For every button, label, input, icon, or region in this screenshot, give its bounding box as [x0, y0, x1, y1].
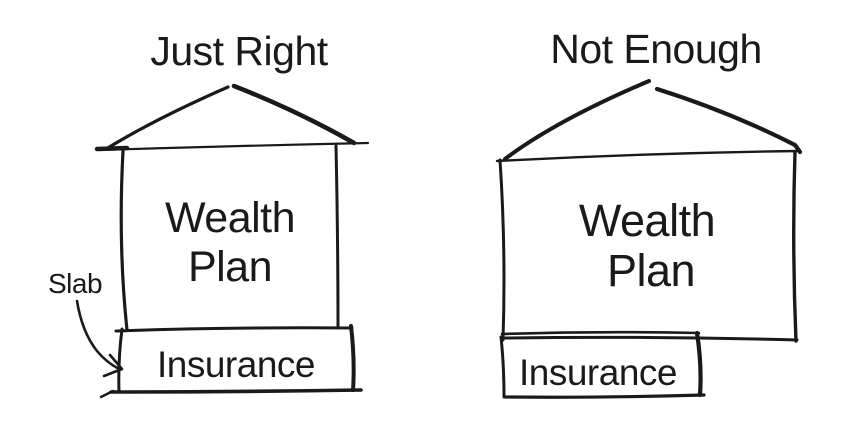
right-slab-right — [694, 330, 703, 398]
left-slab-bottom-overshoot — [99, 389, 115, 399]
right-roof-left-stroke — [503, 79, 651, 161]
left-slab-bottom — [109, 388, 363, 394]
right-slab-label: Insurance — [519, 352, 677, 393]
right-eave-line — [495, 149, 801, 163]
left-wall-right — [334, 144, 340, 330]
right-wall-right — [792, 150, 798, 343]
slab-arrow — [75, 299, 121, 371]
slab-annotation: Slab — [48, 268, 124, 378]
left-wall-label-line1: Wealth — [165, 194, 295, 242]
right-house-bottom — [503, 335, 799, 342]
left-roof-left-stroke — [104, 85, 230, 151]
slab-annotation-label: Slab — [48, 268, 102, 299]
left-wall-left — [119, 149, 129, 332]
left-roof-right-stroke — [231, 83, 357, 146]
right-house-title: Not Enough — [550, 26, 762, 72]
left-eave-line — [98, 141, 370, 152]
left-eave-end-tick — [94, 145, 130, 152]
left-wall-label-line2: Plan — [188, 243, 272, 291]
right-wall-label-line2: Plan — [607, 245, 695, 296]
slab-arrowhead-icon — [102, 353, 124, 378]
left-slab-top — [114, 326, 354, 333]
right-roof-right-stroke — [654, 86, 803, 155]
right-wall-left — [498, 158, 506, 342]
right-slab-top — [500, 330, 701, 336]
right-slab-bottom — [503, 393, 706, 399]
right-house: Not Enough Wealth Plan Insurance — [495, 26, 803, 399]
left-slab-label: Insurance — [157, 344, 315, 385]
left-house: Just Right Wealth Plan Insurance — [94, 28, 370, 399]
left-slab-left — [117, 327, 124, 394]
right-wall-label-line1: Wealth — [579, 195, 715, 246]
right-slab-left — [499, 335, 506, 399]
left-slab-right — [349, 324, 356, 392]
left-house-title: Just Right — [150, 28, 328, 74]
